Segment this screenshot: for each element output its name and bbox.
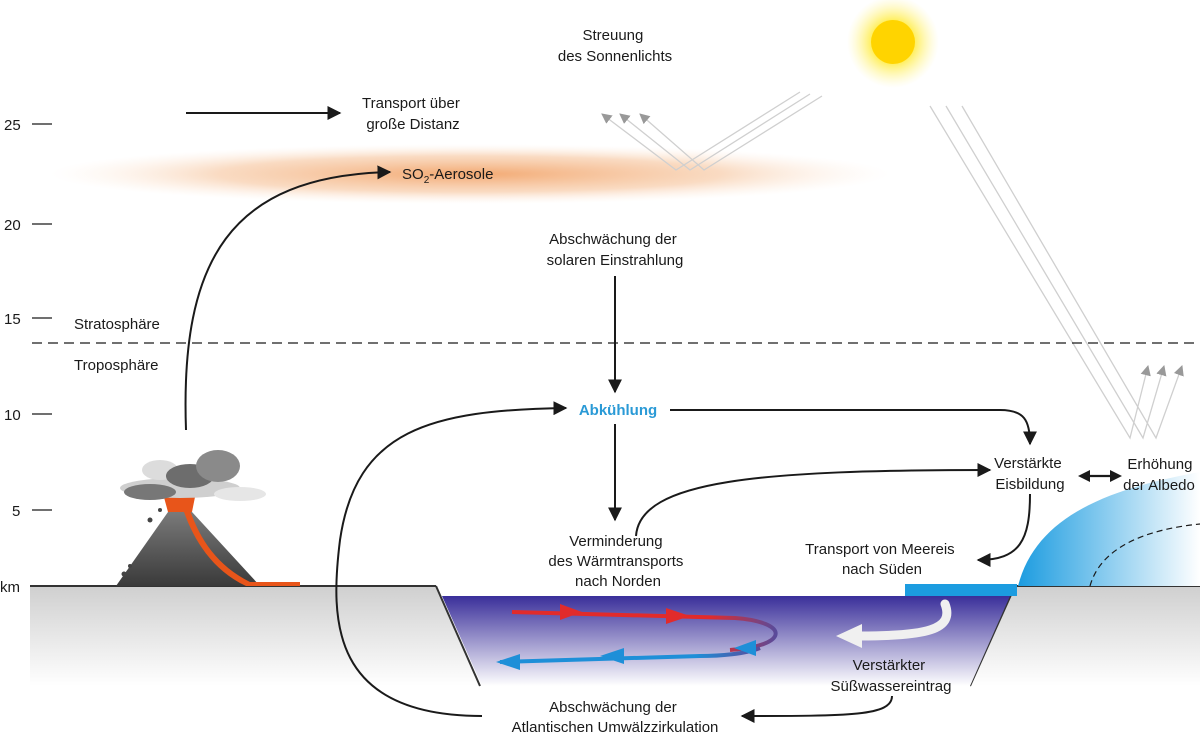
arrow-circulation-cooling	[335, 401, 568, 717]
ice-formation-label: Verstärkte Eisbildung	[994, 455, 1066, 493]
km-label: km	[0, 579, 20, 596]
ice-inner-dashed	[1089, 523, 1200, 587]
aerosol-cloud	[50, 144, 890, 204]
ejecta-dot	[147, 517, 153, 523]
stratosphere-label: Stratosphäre	[74, 316, 160, 333]
altitude-axis	[32, 123, 52, 511]
tick-10: 10	[4, 407, 21, 424]
cold-arrowhead-3	[496, 654, 520, 670]
ground-right	[970, 586, 1200, 686]
arrow-ice-albedo	[1078, 470, 1122, 482]
volcano	[116, 512, 260, 586]
albedo-label: Erhöhung der Albedo	[1123, 456, 1196, 494]
arrow-heat-ice	[635, 463, 992, 537]
cooling-label: Abkühlung	[579, 402, 657, 419]
freshwater-arrowhead	[836, 624, 862, 648]
arrow-cooling-ice	[670, 409, 1037, 446]
sun-icon	[871, 20, 915, 64]
process-arrows	[184, 106, 1037, 723]
circulation-label: Abschwächung der Atlantischen Umwälzzirk…	[512, 699, 719, 733]
troposphere-label: Troposphäre	[74, 357, 159, 374]
ground-left	[30, 586, 480, 686]
ground-slope-left	[435, 585, 481, 687]
arrow-ice-seaice	[976, 493, 1031, 567]
tick-15: 15	[4, 311, 21, 328]
cold-arrowhead-1	[734, 640, 756, 656]
scattering-label: Streuung des Sonnenlichts	[558, 27, 672, 65]
transport-label: Transport über große Distanz	[362, 95, 464, 133]
tick-20: 20	[4, 217, 21, 234]
lava-flow	[184, 510, 300, 586]
sea-ice-transport-label: Transport von Meereis nach Süden	[805, 541, 959, 578]
aerosol-label: SO2-Aerosole	[402, 166, 493, 186]
ejecta-dot	[128, 564, 132, 568]
ash-cloud	[120, 450, 266, 501]
ground-slope-right	[969, 585, 1016, 687]
ejecta-dot	[158, 508, 162, 512]
warm-arrowhead-1	[560, 604, 582, 620]
freshwater-arrow	[855, 599, 952, 641]
arrow-volcano-aerosol	[184, 165, 392, 431]
freshwater-label: Verstärkter Süßwassereintrag	[831, 657, 952, 695]
reflected-rays	[929, 105, 1184, 440]
scattered-rays	[601, 91, 823, 171]
sea-ice	[905, 584, 1017, 596]
weakening-radiation-label: Abschwächung der solaren Einstrahlung	[547, 231, 684, 269]
heat-transport-label: Verminderung des Wärmtransports nach Nor…	[548, 533, 687, 590]
ejecta-dot	[121, 571, 127, 577]
tick-5: 5	[12, 503, 20, 520]
cold-arrowhead-2	[600, 648, 624, 664]
tick-25: 25	[4, 117, 21, 134]
warm-arrowhead-2	[666, 608, 690, 624]
arrow-freshwater-circulation	[740, 695, 893, 723]
ocean	[442, 596, 1010, 686]
ice-sheet	[1018, 472, 1200, 586]
